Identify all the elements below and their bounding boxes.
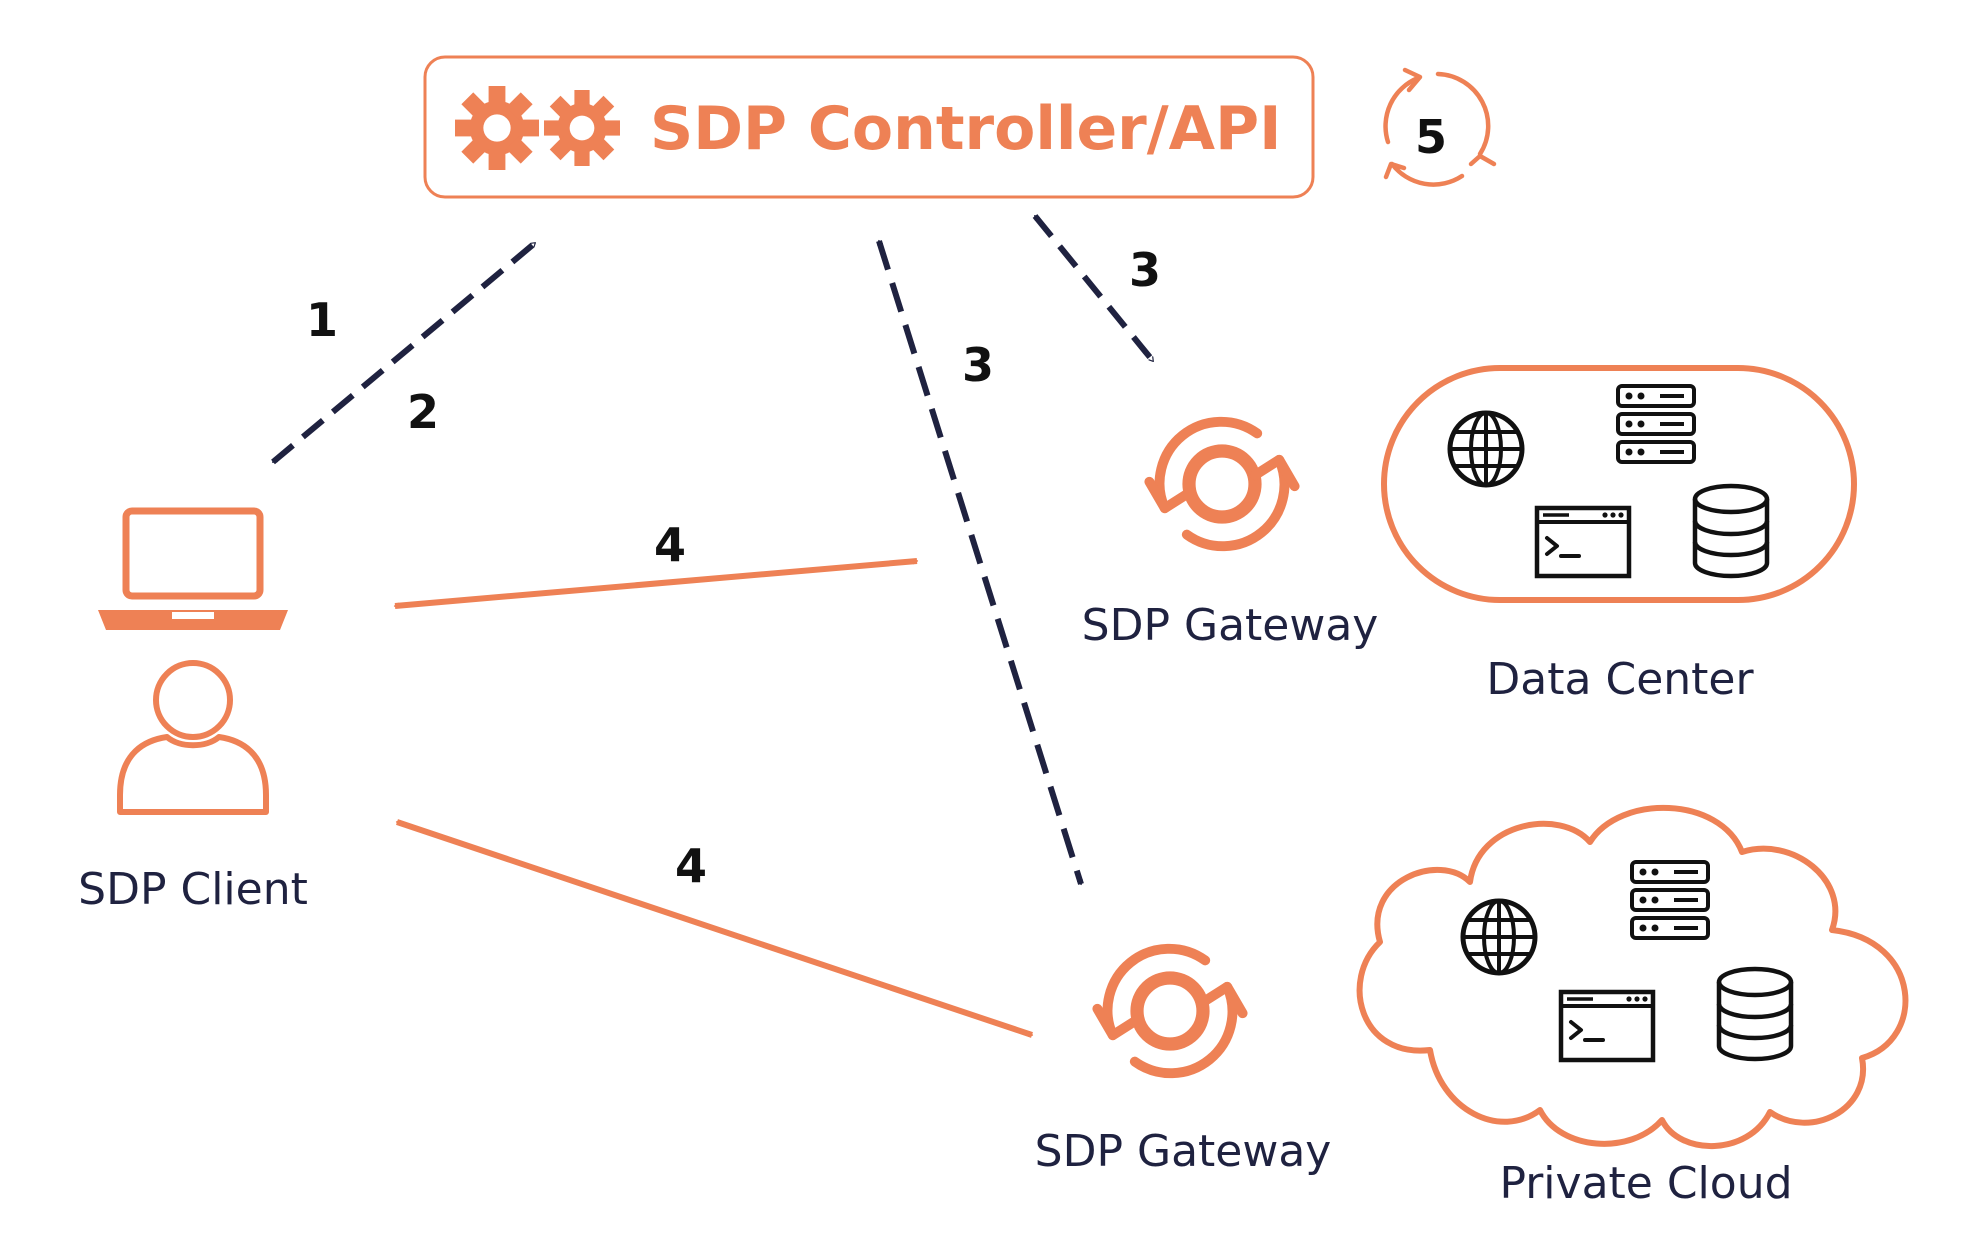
client-gateway2-connector <box>397 819 1032 1038</box>
step-4-label-gateway1: 4 <box>654 518 686 572</box>
gateway-1-label: SDP Gateway <box>1082 600 1379 651</box>
private-cloud-label: Private Cloud <box>1499 1158 1792 1209</box>
step-3-label-gateway1: 3 <box>1129 243 1161 297</box>
data-center-label: Data Center <box>1486 654 1754 705</box>
client-gateway1-connector <box>395 558 917 609</box>
sync-gateway-icon <box>1097 949 1242 1073</box>
sdp-controller-box: SDP Controller/API <box>423 55 1315 199</box>
step-4-label-gateway2: 4 <box>675 839 707 893</box>
gateway-2-label: SDP Gateway <box>1035 1126 1332 1177</box>
sync-gateway-icon <box>1149 422 1294 546</box>
sdp-gateway-2: SDP Gateway <box>1035 949 1332 1177</box>
step-5-label: 5 <box>1415 110 1447 164</box>
private-cloud: Private Cloud <box>1356 804 1909 1209</box>
controller-gateway2-connector <box>876 241 1084 884</box>
client-controller-connector <box>271 240 537 465</box>
step-1-label: 1 <box>306 293 338 347</box>
client-label: SDP Client <box>78 864 308 915</box>
controller-gateway1-connector <box>1032 214 1156 363</box>
laptop-icon <box>98 507 288 630</box>
data-center: Data Center <box>1381 365 1857 705</box>
globe-icon <box>1450 413 1522 485</box>
sdp-client: SDP Client <box>78 507 308 915</box>
controller-title: SDP Controller/API <box>650 94 1281 164</box>
user-icon <box>117 660 269 815</box>
sdp-gateway-1: SDP Gateway <box>1082 422 1379 651</box>
refresh-cycle-icon <box>1383 67 1497 187</box>
step-2-label: 2 <box>407 385 439 439</box>
globe-icon <box>1463 901 1535 973</box>
step-3-label-gateway2: 3 <box>962 338 994 392</box>
